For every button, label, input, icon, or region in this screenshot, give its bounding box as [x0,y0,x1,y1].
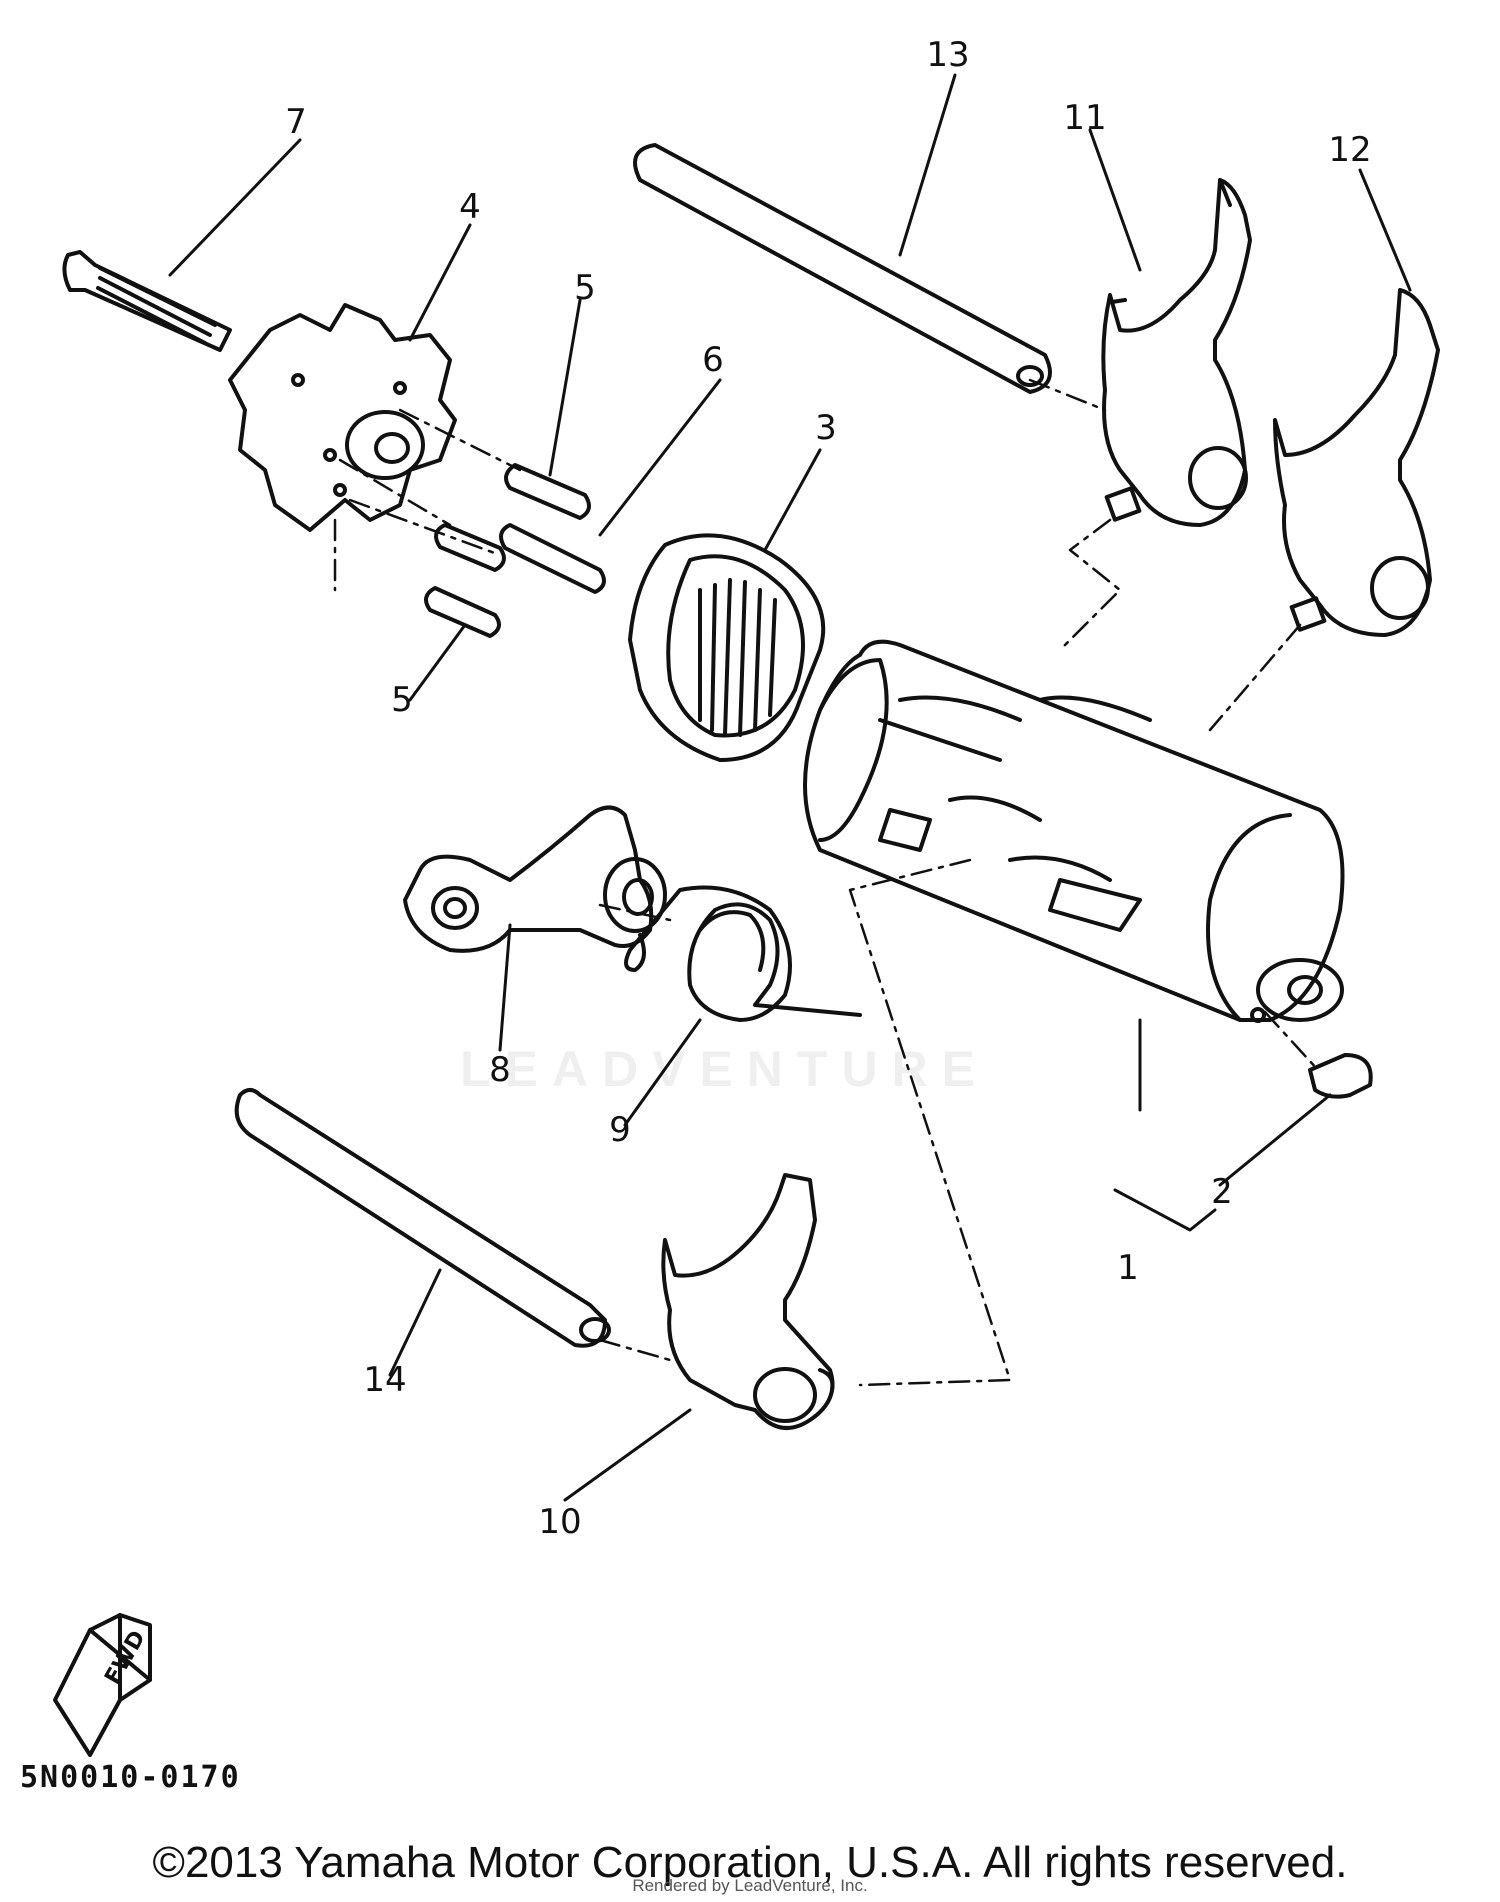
callout-11: 11 [1063,98,1107,138]
drawing-code: 5N0010-0170 [20,1760,241,1795]
shift-fork-10 [661,1173,835,1430]
shift-cam-drum-1 [803,639,1345,1023]
fork-shaft-upper [633,143,1052,394]
screw-2 [1308,1053,1373,1099]
callout-10: 10 [538,1502,582,1542]
bolt-7 [62,250,232,352]
callout-5-lower: 5 [391,680,413,720]
watermark: LEADVENTURE [460,1041,990,1097]
torsion-spring-9 [624,885,862,1022]
callout-14: 14 [363,1360,407,1400]
shift-fork-12 [1273,288,1440,637]
callout-8: 8 [489,1050,511,1090]
callout-2: 2 [1211,1172,1233,1212]
callout-12: 12 [1328,130,1372,170]
callout-3: 3 [815,408,837,448]
fwd-arrow-icon [53,1613,152,1757]
callout-9: 9 [609,1110,631,1150]
shift-arm-8 [403,805,667,953]
callout-5-upper: 5 [574,268,596,308]
bearing-3 [628,533,826,762]
callout-6: 6 [702,340,724,380]
shift-fork-11 [1101,178,1252,527]
callout-4: 4 [459,187,481,227]
leader-lines [168,73,1412,1502]
pin-6 [499,523,606,594]
rendered-by-note: Rendered by LeadVenture, Inc. [632,1876,868,1895]
shift-drum-segment-4 [228,303,457,532]
pin-5-middle [434,523,506,572]
pin-5-upper [504,463,591,520]
copyright-notice: ©2013 Yamaha Motor Corporation, U.S.A. A… [152,1838,1348,1887]
callout-13: 13 [926,35,970,75]
callout-1: 1 [1117,1248,1139,1288]
callout-7: 7 [285,102,307,142]
pin-5-lower [424,586,501,638]
alignment-lines [333,378,1320,1387]
